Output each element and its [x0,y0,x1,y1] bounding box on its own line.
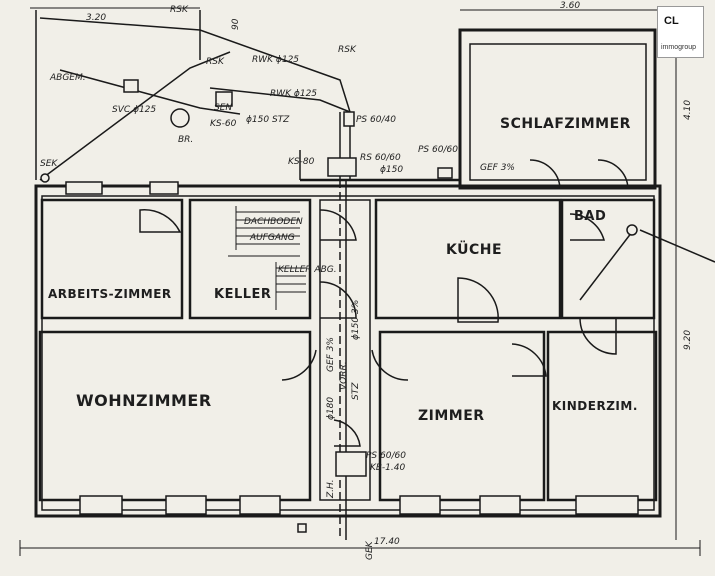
annotation-phi150-b: ϕ150 3% [351,300,361,340]
room-label-bad: BAD [574,209,606,224]
annotation-zh: Z.H. [326,479,336,499]
logo-mark: CL [664,15,679,27]
annotation-phi150: ϕ150 [380,165,403,175]
annotation-stz: ϕ150 STZ [246,115,290,125]
dimension-top-left: 3.20 [86,13,106,23]
annotation-gef: GEF 3% [480,163,515,173]
annotation-kellerabg: KELLER ABG. [278,265,337,275]
annotation-phi180: ϕ180 [326,397,336,420]
annotation-rwk-1: RWK ϕ125 [252,55,299,65]
annotation-vorr: VORR. [339,361,349,390]
annotation-dachboden: DACHBODEN [244,217,303,227]
fixtures [40,79,638,533]
room-label-zimmer: ZIMMER [418,408,485,424]
annotation-rsk-left: RSK [206,57,225,67]
annotation-gef-corridor: GEF 3% [326,337,336,372]
room-label-schlafzimmer: SCHLAFZIMMER [500,116,631,132]
dimension-side-top: 4.10 [683,100,693,120]
annotation-rsk-top: RSK [170,5,189,15]
interior-walls [38,43,658,502]
dimension-lines [19,7,701,556]
annotation-br: BR. [178,135,193,145]
annotation-stz-b: STZ [351,382,361,400]
exterior-walls [34,28,662,518]
annotation-ks60: KS-60 [210,119,237,129]
annotation-sek: SEK [40,159,58,169]
dimension-bottom: 17.40 [374,537,400,547]
stairs [228,206,306,310]
annotation-kb: KB-1.40 [370,463,405,473]
annotation-abgem: ABGEM. [49,73,86,83]
annotation-ps-right: PS 60/40 [356,115,396,125]
dimension-small: 90 [231,18,241,30]
annotation-aufgang: AUFGANG [249,233,295,243]
annotation-ks80: KS-80 [288,157,315,167]
windows-bottom [65,181,639,515]
annotation-rwk-2: RWK ϕ125 [270,89,317,99]
annotation-sen: SEN [214,103,232,113]
room-label-keller: KELLER [214,287,271,302]
dimension-side-bottom: 9.20 [683,330,693,350]
room-label-arbeitszimmer: ARBEITS-ZIMMER [48,287,172,301]
room-label-kueche: KÜCHE [446,240,502,258]
company-logo: CL immogroup [657,6,704,58]
annotation-ps60: PS 60/60 [418,145,458,155]
room-label-kinderzimmer: KINDERZIM. [552,399,638,413]
annotation-gek: GEK [365,540,375,560]
annotation-ps-bottom: PS 60/60 [366,451,406,461]
door-swings [139,159,629,447]
annotation-rsk-mid: RSK [338,45,357,55]
annotation-rs60: RS 60/60 [360,153,401,163]
annotation-svc: SVC ϕ125 [112,105,156,115]
room-label-wohnzimmer: WOHNZIMMER [76,391,212,410]
dimension-top-right: 3.60 [560,1,580,11]
logo-brand: immogroup [661,44,697,51]
